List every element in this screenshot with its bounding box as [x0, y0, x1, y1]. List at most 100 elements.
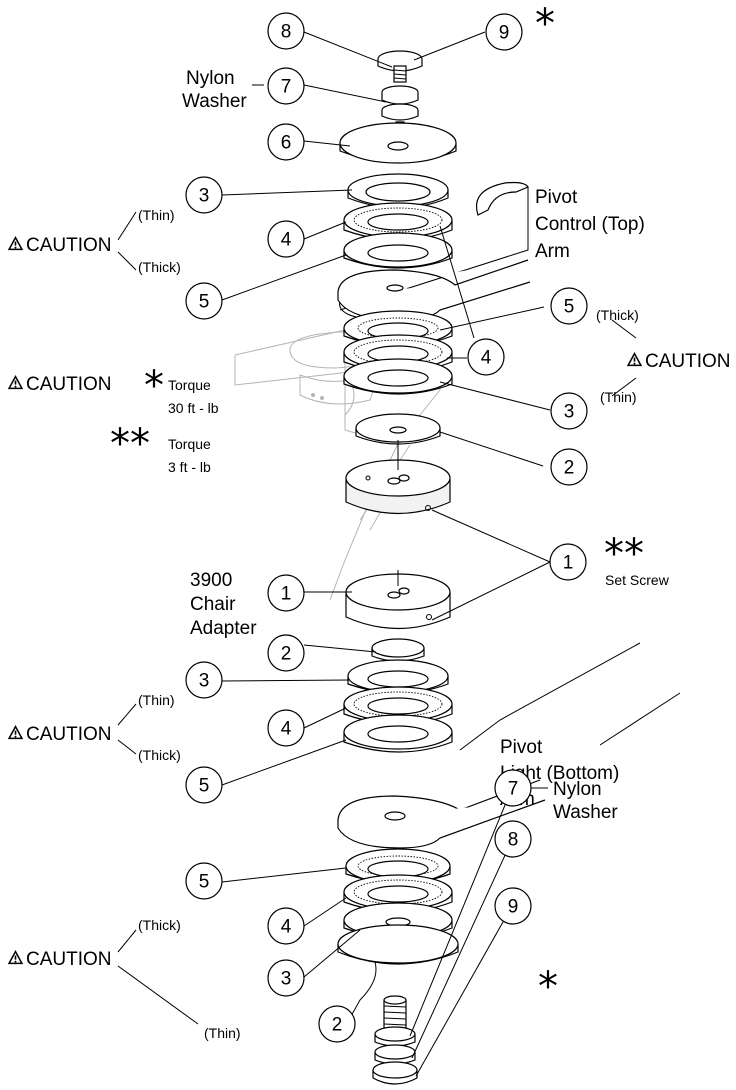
callout-bubble-9: 9 — [494, 887, 532, 925]
callout-circle — [185, 766, 223, 804]
callout-number: 4 — [281, 719, 292, 740]
callout-number: 4 — [281, 230, 292, 251]
callout-bubble-9: 9 — [485, 13, 523, 51]
callout-number: 2 — [332, 1015, 343, 1036]
label-caution-left-1: CAUTION — [26, 235, 112, 256]
label-pivot-bottom: Pivot — [500, 737, 543, 758]
callout-number: 5 — [199, 292, 210, 313]
callout-bubble-5: 5 — [185, 766, 223, 804]
label-thin-left-2: (Thin) — [138, 692, 175, 708]
part-hub-bottom — [345, 570, 451, 630]
label-washer-bottom: Washer — [553, 802, 618, 823]
callout-bubble-2: 2 — [550, 448, 588, 486]
part-pivot-control-arm — [337, 259, 531, 321]
warning-triangle-icon — [8, 725, 23, 740]
callout-circle — [267, 574, 305, 612]
label-caution-left-3: CAUTION — [26, 949, 112, 970]
part-nylon-washer-top — [381, 85, 419, 131]
callout-number: 3 — [199, 671, 210, 692]
callout-number: 9 — [508, 897, 519, 918]
label-chair: Chair — [190, 594, 236, 615]
label-control-top: Control (Top) — [535, 214, 645, 235]
callout-number: 2 — [564, 458, 575, 479]
callout-circle — [185, 862, 223, 900]
callout-number: 5 — [564, 297, 575, 318]
label-light-bottom: Light (Bottom) — [500, 763, 619, 784]
callout-bubble-3: 3 — [185, 661, 223, 699]
callout-bubble-2: 2 — [267, 634, 305, 672]
callout-number: 7 — [508, 779, 519, 800]
asterisk-double-icon: ** — [110, 421, 150, 467]
label-torque-30: 30 ft - lb — [168, 400, 219, 416]
callout-number: 6 — [281, 133, 292, 154]
callout-bubble-3: 3 — [185, 176, 223, 214]
label-thin-right: (Thin) — [600, 389, 637, 405]
callout-circle — [550, 448, 588, 486]
callout-circle — [318, 1005, 356, 1043]
part-screw-bottom — [372, 995, 418, 1085]
callout-circle — [267, 12, 305, 50]
text-labels: Nylon Washer Pivot Control (Top) Arm CAU… — [8, 1, 731, 1041]
callout-number: 1 — [281, 584, 292, 605]
callout-bubble-1: 1 — [267, 574, 305, 612]
part-bearing-stack-top — [343, 173, 453, 269]
callout-bubble-5: 5 — [185, 862, 223, 900]
callout-number: 7 — [281, 77, 292, 98]
callout-bubble-3: 3 — [550, 392, 588, 430]
part-washer-6 — [339, 122, 457, 164]
callout-circle — [550, 287, 588, 325]
callout-circle — [267, 907, 305, 945]
asterisk-icon-top: * — [535, 1, 555, 47]
label-caution-left-2: CAUTION — [26, 724, 112, 745]
label-thick-left-2: (Thick) — [138, 747, 181, 763]
callout-number: 3 — [199, 186, 210, 207]
label-chair-model: 3900 — [190, 570, 232, 591]
callout-circle — [267, 959, 305, 997]
callout-bubble-6: 6 — [267, 123, 305, 161]
part-washer-2-bottom — [371, 638, 425, 662]
callout-circle — [185, 282, 223, 320]
callout-circle — [267, 634, 305, 672]
label-torque-1: Torque — [168, 377, 211, 393]
callout-number: 9 — [499, 23, 510, 44]
callout-bubble-8: 8 — [494, 820, 532, 858]
label-caution-torque: CAUTION — [26, 374, 112, 395]
label-thick-left-3: (Thick) — [138, 917, 181, 933]
label-nylon-bottom: Nylon — [553, 779, 602, 800]
callout-circle — [467, 338, 505, 376]
label-set-screw: Set Screw — [605, 572, 670, 588]
warning-triangle-icon — [8, 950, 23, 965]
part-pivot-clip — [476, 181, 529, 216]
label-adapter: Adapter — [190, 618, 257, 639]
label-thin-left-3: (Thin) — [204, 1025, 241, 1041]
callout-number: 4 — [281, 917, 292, 938]
part-pivot-light-arm — [337, 779, 546, 849]
callout-circle — [549, 543, 587, 581]
label-arm-top: Arm — [535, 241, 570, 262]
label-thick-right: (Thick) — [596, 307, 639, 323]
label-pivot-top: Pivot — [535, 187, 578, 208]
callout-number: 3 — [564, 402, 575, 423]
asterisk-double-setscrew: ** — [604, 531, 644, 577]
callout-number: 5 — [199, 776, 210, 797]
callout-bubble-8: 8 — [267, 12, 305, 50]
callout-bubble-7: 7 — [267, 67, 305, 105]
callout-number: 8 — [281, 22, 292, 43]
label-nylon-top: Nylon — [186, 68, 235, 89]
callout-circle — [494, 820, 532, 858]
callout-bubble-2: 2 — [318, 1005, 356, 1043]
asterisk-icon: * — [144, 363, 164, 409]
callout-number: 3 — [281, 969, 292, 990]
callout-number: 1 — [563, 553, 574, 574]
callout-bubble-3: 3 — [267, 959, 305, 997]
label-thick-left-1: (Thick) — [138, 259, 181, 275]
callout-circle — [185, 661, 223, 699]
part-hub-top — [345, 440, 451, 515]
callout-circle — [494, 887, 532, 925]
label-torque-2: Torque — [168, 436, 211, 452]
callout-circle — [267, 123, 305, 161]
callout-circle — [267, 220, 305, 258]
callout-circle — [267, 709, 305, 747]
